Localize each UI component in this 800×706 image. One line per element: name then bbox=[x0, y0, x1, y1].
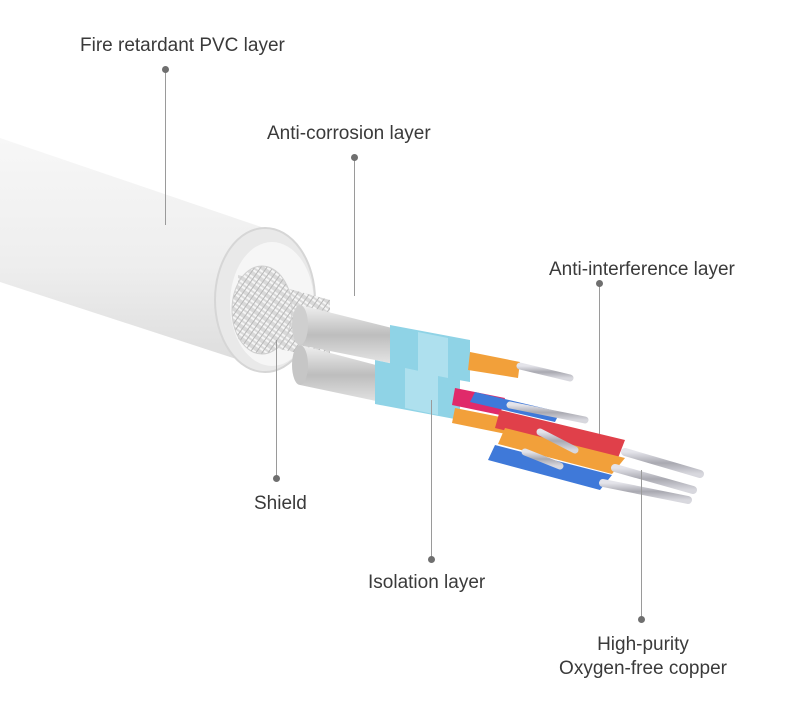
label-isolation: Isolation layer bbox=[368, 572, 486, 593]
label-copper-line2: Oxygen-free copper bbox=[559, 658, 727, 679]
label-antiinterference: Anti-interference layer bbox=[549, 259, 735, 280]
label-pvc: Fire retardant PVC layer bbox=[80, 35, 285, 56]
shield-leader-line bbox=[276, 340, 277, 478]
isolation-leader-dot bbox=[428, 556, 435, 563]
anti-corrosion-foil bbox=[292, 305, 400, 405]
copper-leader-dot bbox=[638, 616, 645, 623]
antiinterference-leader-line bbox=[599, 284, 600, 434]
copper-leader-line bbox=[641, 470, 642, 620]
copper-strands bbox=[506, 362, 704, 504]
shield-leader-dot bbox=[273, 475, 280, 482]
isolation-sleeves bbox=[375, 325, 470, 420]
anticorrosion-leader-line bbox=[354, 158, 355, 296]
isolation-leader-line bbox=[431, 400, 432, 560]
anticorrosion-leader-dot bbox=[351, 154, 358, 161]
label-shield: Shield bbox=[254, 493, 307, 514]
pvc-leader-line bbox=[165, 70, 166, 225]
label-copper-line1: High-purity bbox=[597, 634, 689, 655]
pvc-leader-dot bbox=[162, 66, 169, 73]
antiinterference-leader-dot bbox=[596, 280, 603, 287]
label-anticorrosion: Anti-corrosion layer bbox=[267, 123, 431, 144]
